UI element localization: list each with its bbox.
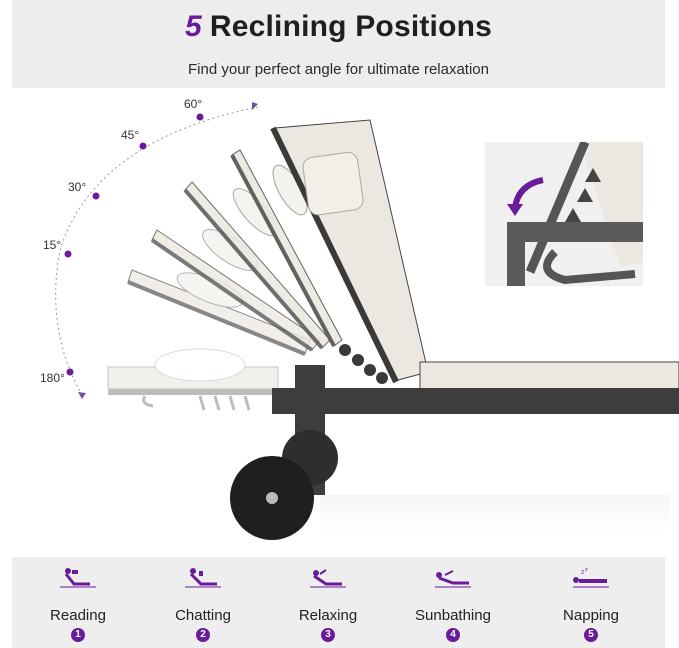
rotate-arrow-icon — [512, 177, 544, 209]
seat-frame — [272, 388, 679, 414]
angle-dot-45 — [139, 142, 147, 150]
angle-label-30: 30° — [68, 180, 87, 194]
hinge-teeth — [339, 344, 388, 384]
lounger-illustration — [55, 102, 679, 540]
position-number-badge: 1 — [71, 628, 85, 642]
backrest-upright — [270, 119, 429, 384]
wheel-hub — [266, 492, 278, 504]
angle-dot-180 — [66, 368, 74, 376]
position-number-badge: 5 — [584, 628, 598, 642]
svg-text:z: z — [585, 567, 588, 573]
page-subtitle: Find your perfect angle for ultimate rel… — [188, 61, 489, 78]
position-number-badge: 4 — [446, 628, 460, 642]
person-sunbathing-icon — [435, 570, 471, 588]
positions-bar: Reading 1 Chatting 2 Relaxing 3 Sunbathi… — [12, 557, 665, 648]
angle-label-180: 180° — [40, 371, 65, 385]
backrest-15 — [127, 269, 311, 356]
flat-backrest-ghost — [107, 348, 279, 411]
position-label: Sunbathing — [415, 607, 491, 624]
person-chatting-icon — [185, 568, 221, 588]
angle-dot-30 — [92, 192, 100, 200]
angle-dot-60 — [196, 113, 204, 121]
angle-label-15: 15° — [43, 238, 62, 252]
seat-fabric — [419, 361, 679, 391]
hinge-detail-inset — [485, 142, 643, 286]
angle-label-60: 60° — [184, 97, 203, 111]
title-text: Reclining Positions — [209, 10, 493, 43]
person-relaxing-icon — [310, 569, 346, 588]
position-label: Napping — [563, 607, 619, 624]
angle-label-45: 45° — [121, 128, 140, 142]
position-label: Relaxing — [298, 607, 358, 624]
position-label: Chatting — [175, 607, 231, 624]
backrest-60 — [230, 149, 343, 347]
arc-arrow-top — [252, 102, 258, 110]
svg-text:z: z — [581, 569, 584, 576]
position-number-badge: 3 — [321, 628, 335, 642]
floor-shadow — [320, 495, 670, 533]
arc-arrow-bottom — [78, 392, 86, 399]
title-number: 5 — [184, 10, 202, 43]
position-label: Reading — [50, 607, 106, 624]
backrest-45 — [183, 181, 331, 350]
angle-dot-15 — [64, 250, 72, 258]
person-reading-icon — [60, 568, 96, 588]
position-number-badge: 2 — [196, 628, 210, 642]
